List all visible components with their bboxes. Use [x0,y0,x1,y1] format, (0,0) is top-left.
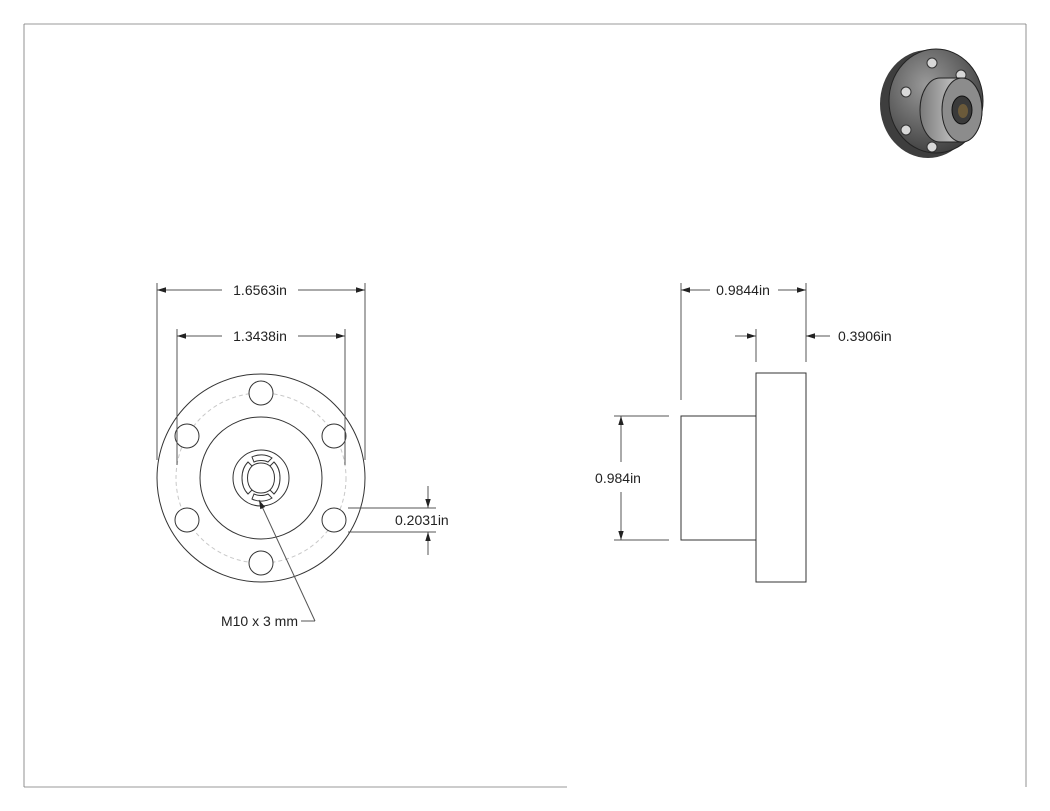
sheet-border [23,23,1027,788]
bolt-hole [248,380,274,406]
dimension-hole: 0.2031in [348,486,449,555]
thread-start-mark [269,461,281,495]
thread-start-mark [251,493,273,502]
dimension-flange-thickness: 0.3906in [735,328,892,362]
bolt-hole [321,423,347,449]
bolt-hole [248,550,274,576]
dimension-outer-diameter: 1.6563in [156,282,366,460]
dimension-body-diameter: 0.984in [595,415,669,541]
thread-callout: M10 x 3 mm [221,499,316,629]
isometric-preview-image [880,48,984,158]
bolt-hole [174,507,200,533]
thread-start-mark [251,454,273,463]
body-section [680,415,757,541]
dim-text-bolt-circle: 1.3438in [233,328,287,344]
dim-text-flange-thickness: 0.3906in [838,328,892,344]
bolt-hole [174,423,200,449]
thread-callout-text: M10 x 3 mm [221,613,298,629]
bolt-hole [321,507,347,533]
dim-text-outer-diameter: 1.6563in [233,282,287,298]
dim-text-body-diameter: 0.984in [595,470,641,486]
dim-text-hole: 0.2031in [395,512,449,528]
flange-section [755,372,807,583]
thread-start-mark [241,461,253,495]
front-view [156,373,366,583]
dimension-total-length: 0.9844in [680,282,807,400]
side-view [680,372,807,583]
dim-text-total-length: 0.9844in [716,282,770,298]
dimension-bolt-circle: 1.3438in [176,328,346,465]
